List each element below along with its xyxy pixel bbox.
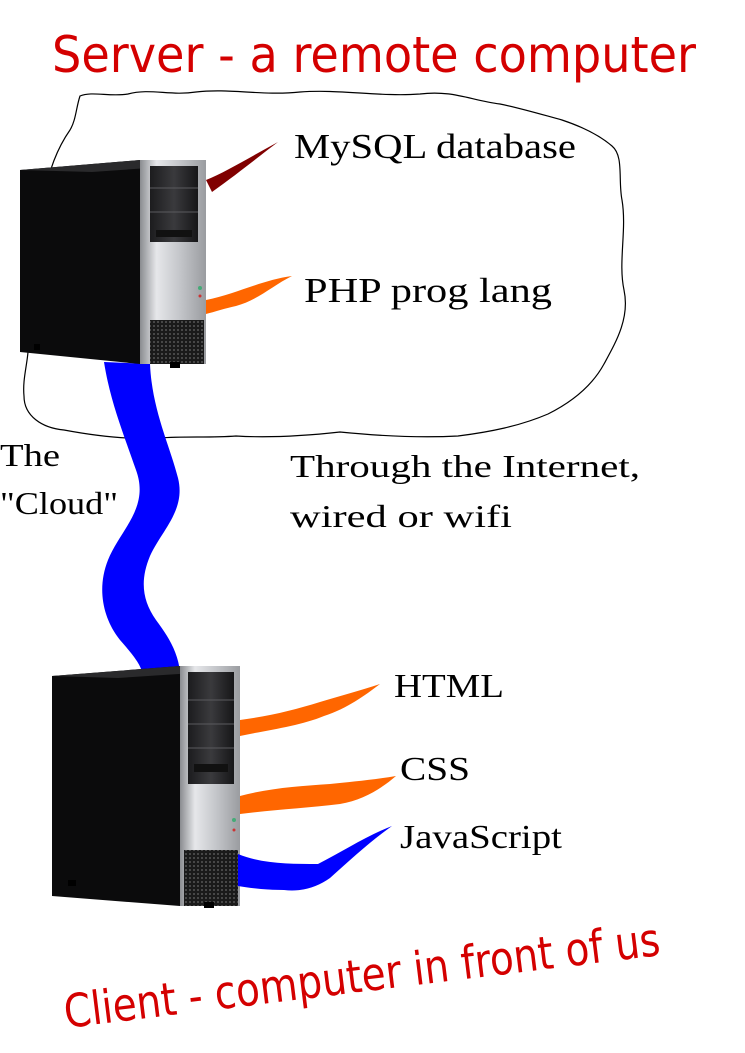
php-link (206, 276, 292, 314)
server-tower-icon (20, 160, 206, 368)
css-label: CSS (400, 751, 470, 788)
html-link (240, 684, 380, 736)
cloud-label-line2: "Cloud" (0, 485, 118, 521)
javascript-link (238, 826, 392, 891)
mysql-link (206, 142, 278, 192)
internet-cable (102, 362, 180, 672)
php-label: PHP prog lang (304, 271, 552, 310)
client-title: Client - computer in front of us (61, 912, 663, 1039)
html-label: HTML (394, 668, 504, 705)
css-link (240, 776, 396, 814)
javascript-label: JavaScript (400, 819, 563, 856)
client-tower-icon (52, 666, 240, 908)
mysql-label: MySQL database (294, 127, 576, 166)
server-title: Server - a remote computer (52, 26, 696, 84)
connection-line2: wired or wifi (290, 498, 512, 534)
connection-line1: Through the Internet, (290, 448, 640, 484)
cloud-label-line1: The (0, 437, 60, 473)
